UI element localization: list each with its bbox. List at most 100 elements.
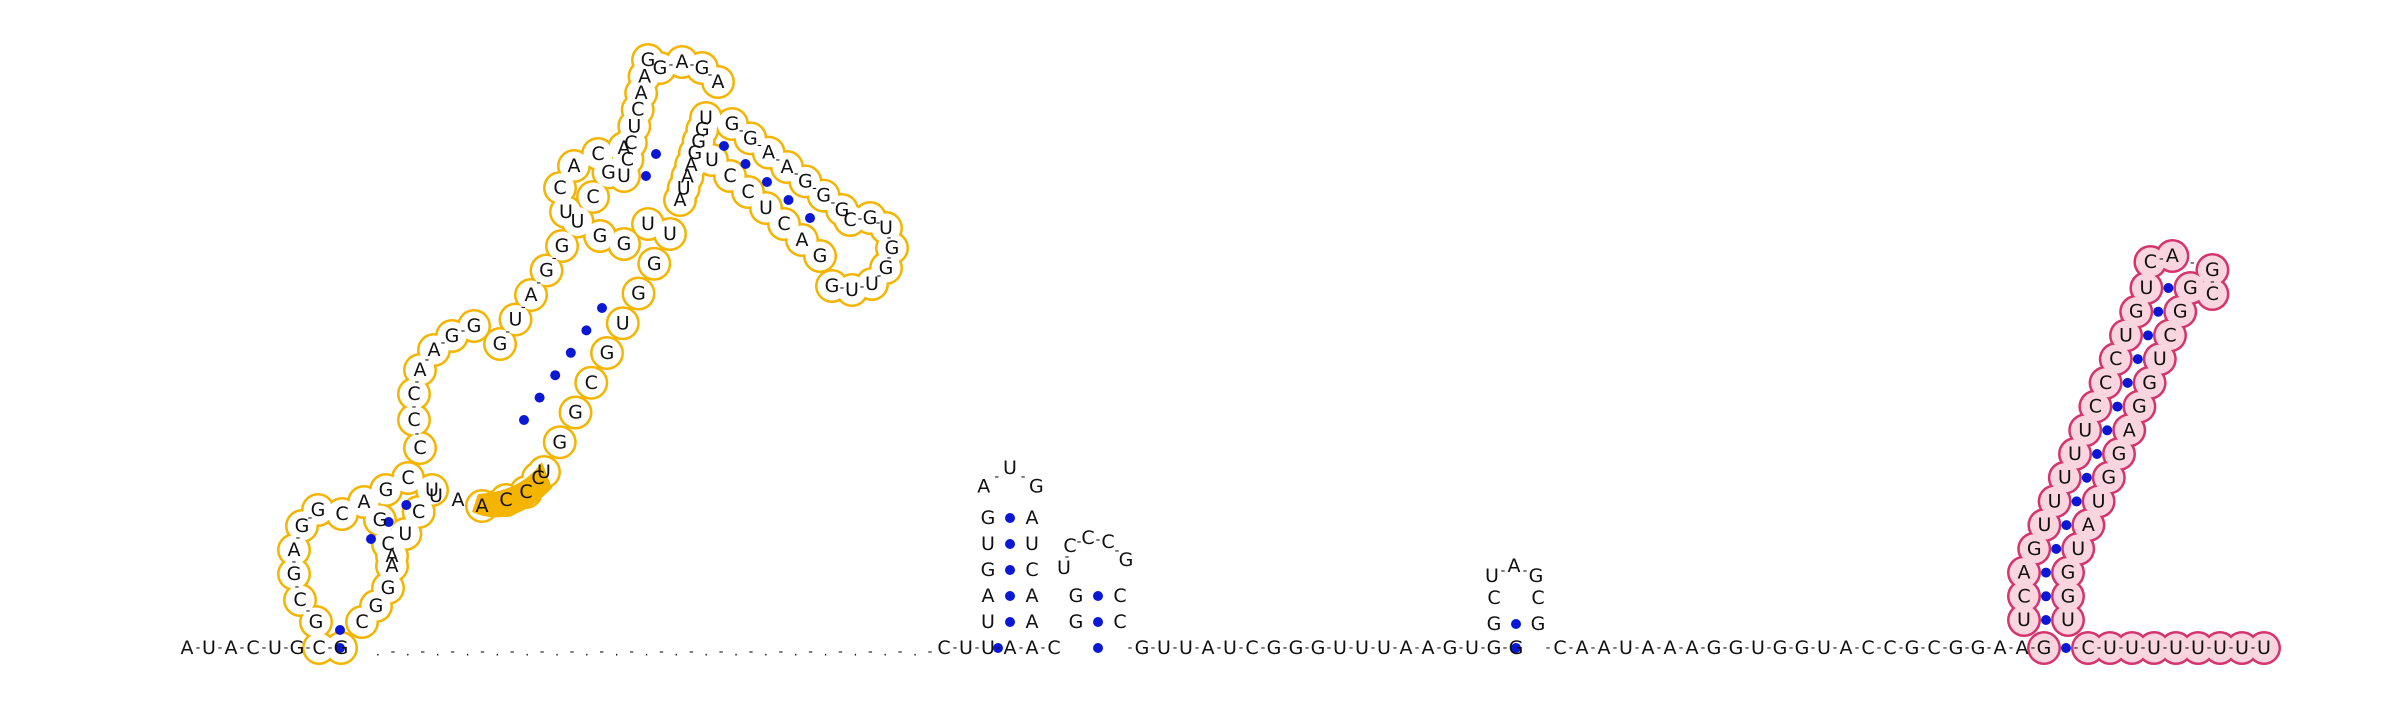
outline-fill — [2040, 486, 2070, 516]
nucleotide: A — [712, 71, 725, 93]
backbone-link: - — [808, 645, 813, 660]
outline-fill — [2053, 558, 2083, 588]
highlighted-bases-fill — [472, 462, 552, 518]
backbone-link: - — [1151, 641, 1156, 656]
nucleotide: G — [743, 127, 758, 149]
outline-fill — [516, 280, 546, 310]
outline-fill — [2095, 633, 2125, 663]
outline-fill — [437, 321, 467, 351]
nucleotide: U — [2191, 637, 2205, 659]
nucleotide: U — [705, 149, 719, 171]
nucleotide: G — [1289, 637, 1304, 659]
backbone-link: - — [2251, 641, 2256, 656]
base-pair — [1511, 619, 1521, 629]
backbone-link: - — [240, 641, 245, 656]
nucleotide: U — [425, 479, 439, 501]
outline-fill — [2080, 392, 2110, 422]
nucleotide: U — [627, 115, 641, 137]
base-pair — [565, 347, 576, 358]
nucleotide: G — [2205, 259, 2220, 281]
backbone-link: - — [412, 400, 417, 415]
nucleotide: G — [1949, 637, 1964, 659]
nucleotide: G — [2061, 562, 2076, 584]
backbone-link: - — [2229, 641, 2234, 656]
backbone-link: - — [1569, 641, 1574, 656]
outline-fill — [559, 151, 589, 181]
backbone-link: - — [552, 251, 557, 266]
nucleotide: G — [2142, 372, 2157, 394]
base-pair — [2041, 615, 2051, 625]
nucleotide: U — [959, 637, 973, 659]
base-pair — [762, 177, 772, 187]
nucleotide: C — [1101, 531, 1114, 553]
backbone-link: - — [599, 645, 604, 660]
outline-fill — [2131, 273, 2161, 303]
outline-fill — [2155, 320, 2185, 350]
outline-fill — [608, 308, 638, 338]
backbone-link: - — [420, 645, 425, 660]
outline-fill — [417, 475, 447, 505]
base-pair — [519, 415, 529, 425]
nucleotide: G — [1119, 549, 1134, 571]
outline-fill — [285, 585, 315, 615]
outline-fill — [2094, 463, 2124, 493]
base-pair — [2102, 425, 2113, 436]
nucleotide: U — [1157, 637, 1171, 659]
backbone-link: - — [1965, 641, 1970, 656]
domain-b-outline-inner — [2009, 241, 2279, 663]
nucleotide: G — [1729, 637, 1744, 659]
nucleotide: U — [1817, 637, 1831, 659]
backbone-link: - — [1523, 564, 1528, 579]
nucleotide: U — [2058, 467, 2072, 489]
outline-fill — [639, 249, 669, 279]
outline-fill — [393, 463, 423, 493]
backbone-link: - — [1096, 533, 1101, 548]
backbone-link: - — [521, 300, 526, 315]
outline-fill — [405, 433, 435, 463]
base-pair — [534, 392, 545, 403]
base-pair — [783, 195, 794, 205]
backbone-link: - — [450, 645, 455, 660]
nucleotide: U — [641, 213, 655, 235]
backbone-link: . — [823, 645, 827, 660]
backbone-link: - — [2159, 252, 2164, 267]
nucleotide: A — [1422, 637, 1435, 659]
backbone-link: - — [1115, 544, 1120, 559]
backbone-link: - — [877, 269, 882, 284]
base-pair — [740, 159, 751, 169]
nucleotide: A — [762, 142, 775, 164]
base-pair — [2051, 543, 2062, 554]
nucleotide: G — [1267, 637, 1282, 659]
outline-fill — [2053, 605, 2083, 635]
base-pair — [719, 141, 729, 151]
nucleotide: C — [312, 637, 325, 659]
nucleotide: C — [1883, 637, 1896, 659]
backbone-link: - — [461, 324, 466, 339]
nucleotide: U — [559, 201, 573, 223]
nucleotide: C — [2099, 372, 2112, 394]
outline-fill — [2091, 368, 2121, 398]
nucleotide: C — [1927, 637, 1940, 659]
outline-fill — [373, 573, 403, 603]
nucleotide: A — [676, 51, 689, 73]
backbone-link: - — [1899, 641, 1904, 656]
nucleotide: G — [369, 595, 384, 617]
backbone-link: . — [495, 645, 499, 660]
base-pair — [641, 171, 651, 181]
backbone-link: - — [838, 645, 843, 660]
backbone-link: - — [689, 645, 694, 660]
outline-fill — [805, 241, 835, 271]
nucleotide: U — [1465, 637, 1479, 659]
outline-fill — [609, 229, 639, 259]
base-pair — [1005, 513, 1015, 523]
nucleotide: U — [2071, 538, 2085, 560]
outline-fill — [561, 398, 590, 427]
outline-fill — [624, 279, 653, 308]
nucleotide: G — [1971, 637, 1986, 659]
backbone-link: - — [262, 641, 267, 656]
nucleotide: U — [1377, 637, 1391, 659]
outline-fill — [655, 219, 685, 249]
backbone-link: - — [1789, 641, 1794, 656]
nucleotide: U — [1619, 637, 1633, 659]
backbone-link: . — [913, 645, 917, 660]
